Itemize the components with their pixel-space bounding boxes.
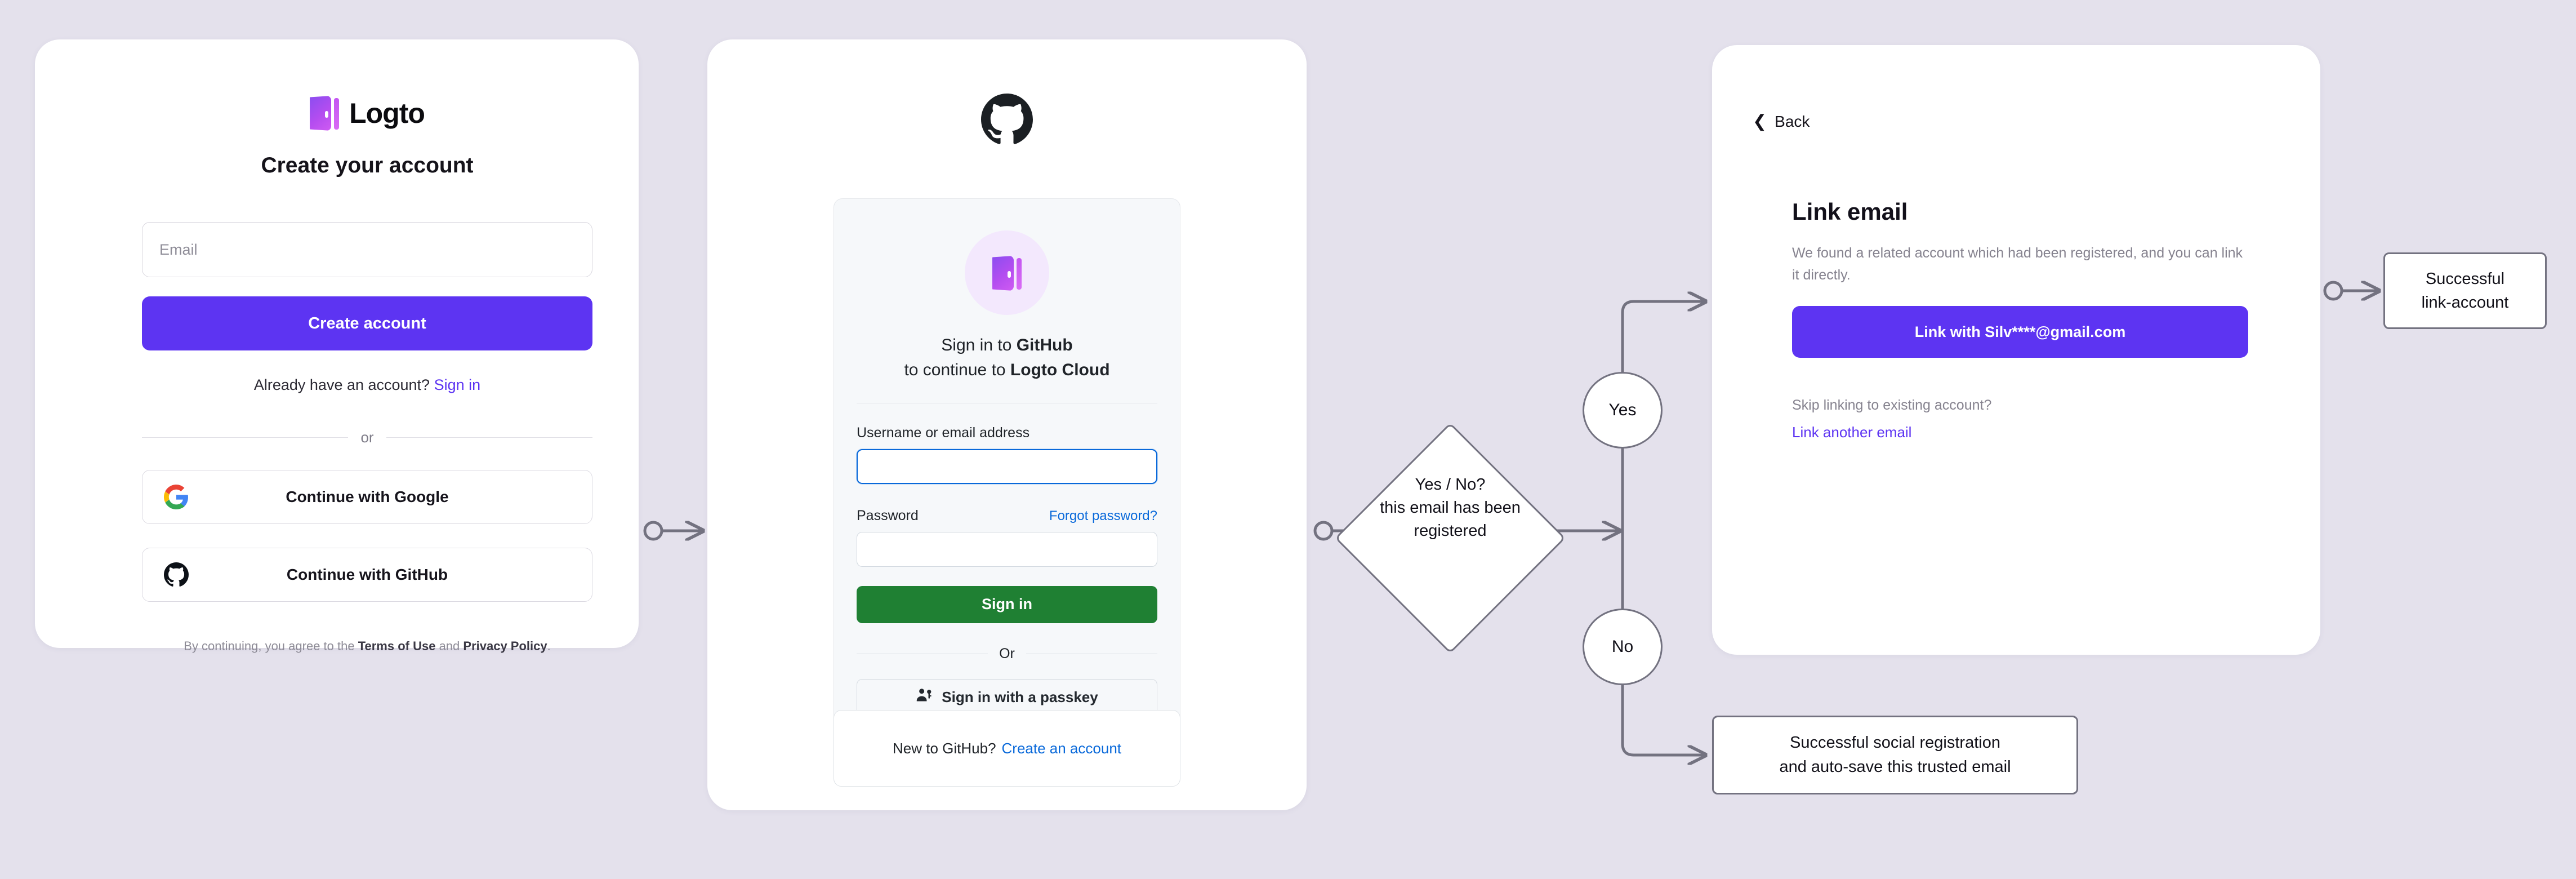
legal-suffix: . — [547, 639, 551, 653]
github-sign-in-button[interactable]: Sign in — [857, 585, 1157, 623]
link-with-email-button[interactable]: Link with Silv****@gmail.com — [1792, 306, 2248, 358]
email-placeholder: Email — [159, 241, 198, 258]
outcome-social-line-2: and auto-save this trusted email — [1779, 758, 2011, 776]
legal-and: and — [435, 639, 463, 653]
logto-brand: Logto — [142, 96, 592, 131]
github-signin-card: Sign in to GitHub to continue to Logto C… — [707, 39, 1307, 810]
outcome-link-line-1: Successful — [2425, 269, 2505, 288]
continue-to-prefix: to continue to — [904, 360, 1010, 379]
legal-prefix: By continuing, you agree to the — [184, 639, 358, 653]
continue-with-github-label: Continue with GitHub — [286, 566, 448, 583]
privacy-policy-link[interactable]: Privacy Policy — [463, 639, 547, 653]
password-input[interactable] — [857, 531, 1157, 567]
branch-yes-label: Yes — [1608, 401, 1637, 419]
page-title: Create your account — [261, 153, 474, 177]
new-to-github-box: New to GitHub? Create an account — [834, 710, 1180, 787]
github-icon — [164, 562, 189, 587]
link-email-title: Link email — [1792, 198, 1908, 225]
decision-line-3: registered — [1414, 522, 1487, 540]
create-account-button[interactable]: Create account — [142, 296, 592, 350]
terms-of-use-link[interactable]: Terms of Use — [358, 639, 436, 653]
divider-line-right — [386, 437, 592, 438]
logto-create-account-card: Logto Create your account Email Create a… — [35, 39, 639, 653]
create-an-account-link[interactable]: Create an account — [1001, 739, 1121, 757]
branch-no-label: No — [1611, 637, 1634, 656]
back-label: Back — [1775, 113, 1810, 130]
logto-door-logo-icon — [310, 96, 340, 131]
github-or-divider: Or — [857, 646, 1157, 662]
google-icon — [164, 485, 189, 509]
signin-to-prefix: Sign in to — [941, 336, 1017, 354]
branch-no-node: No — [1583, 609, 1663, 685]
logto-door-logo-icon — [992, 256, 1022, 291]
outcome-link-line-2: link-account — [2421, 294, 2509, 312]
outcome-social-line-1: Successful social registration — [1790, 733, 2000, 752]
divider-line-left — [142, 437, 349, 438]
decision-line-1: Yes / No? — [1415, 476, 1486, 494]
password-label-row: Password Forgot password? — [857, 508, 1157, 524]
outcome-successful-social-registration: Successful social registration and auto-… — [1712, 716, 2078, 794]
divider-label: or — [360, 429, 374, 446]
new-to-github-label: New to GitHub? — [893, 739, 996, 757]
username-input[interactable] — [857, 449, 1157, 484]
chevron-left-icon: ❮ — [1753, 112, 1767, 131]
outcome-successful-link-account: Successful link-account — [2383, 252, 2547, 329]
continue-with-google-label: Continue with Google — [286, 488, 449, 505]
logto-wordmark: Logto — [349, 97, 425, 129]
divider-label: Or — [999, 645, 1015, 662]
forgot-password-link[interactable]: Forgot password? — [1049, 508, 1157, 523]
github-signin-heading: Sign in to GitHub to continue to Logto C… — [857, 333, 1157, 383]
legal-text: By continuing, you agree to the Terms of… — [142, 639, 592, 654]
branch-yes-node: Yes — [1583, 372, 1663, 449]
continue-with-github-button[interactable]: Continue with GitHub — [142, 548, 592, 602]
app-logo-badge — [965, 230, 1049, 315]
username-label: Username or email address — [857, 424, 1030, 441]
passkey-label: Sign in with a passkey — [942, 689, 1098, 706]
link-email-description: We found a related account which had bee… — [1792, 245, 2243, 283]
skip-linking-label: Skip linking to existing account? — [1792, 397, 1992, 413]
signin-provider-name: GitHub — [1016, 336, 1073, 354]
decision-diamond-label: Yes / No? this email has been registered — [1346, 473, 1554, 543]
passkey-person-key-icon — [916, 687, 933, 708]
already-have-account-row: Already have an account? Sign in — [142, 376, 592, 394]
link-another-email-link[interactable]: Link another email — [1792, 424, 1912, 441]
back-button[interactable]: ❮ Back — [1753, 113, 1810, 131]
sign-in-with-passkey-button[interactable]: Sign in with a passkey — [857, 678, 1157, 716]
decision-line-2: this email has been — [1380, 499, 1521, 517]
already-have-account-label: Already have an account? — [253, 376, 434, 393]
github-mark-icon — [981, 94, 1033, 145]
email-input[interactable]: Email — [142, 222, 592, 277]
password-label: Password — [857, 507, 919, 523]
or-divider: or — [142, 429, 592, 446]
github-signin-panel: Sign in to GitHub to continue to Logto C… — [834, 198, 1180, 743]
continue-with-google-button[interactable]: Continue with Google — [142, 470, 592, 524]
continue-to-app-name: Logto Cloud — [1010, 360, 1110, 379]
link-email-card: ❮ Back Link email We found a related acc… — [1712, 45, 2320, 655]
sign-in-link[interactable]: Sign in — [434, 376, 481, 393]
